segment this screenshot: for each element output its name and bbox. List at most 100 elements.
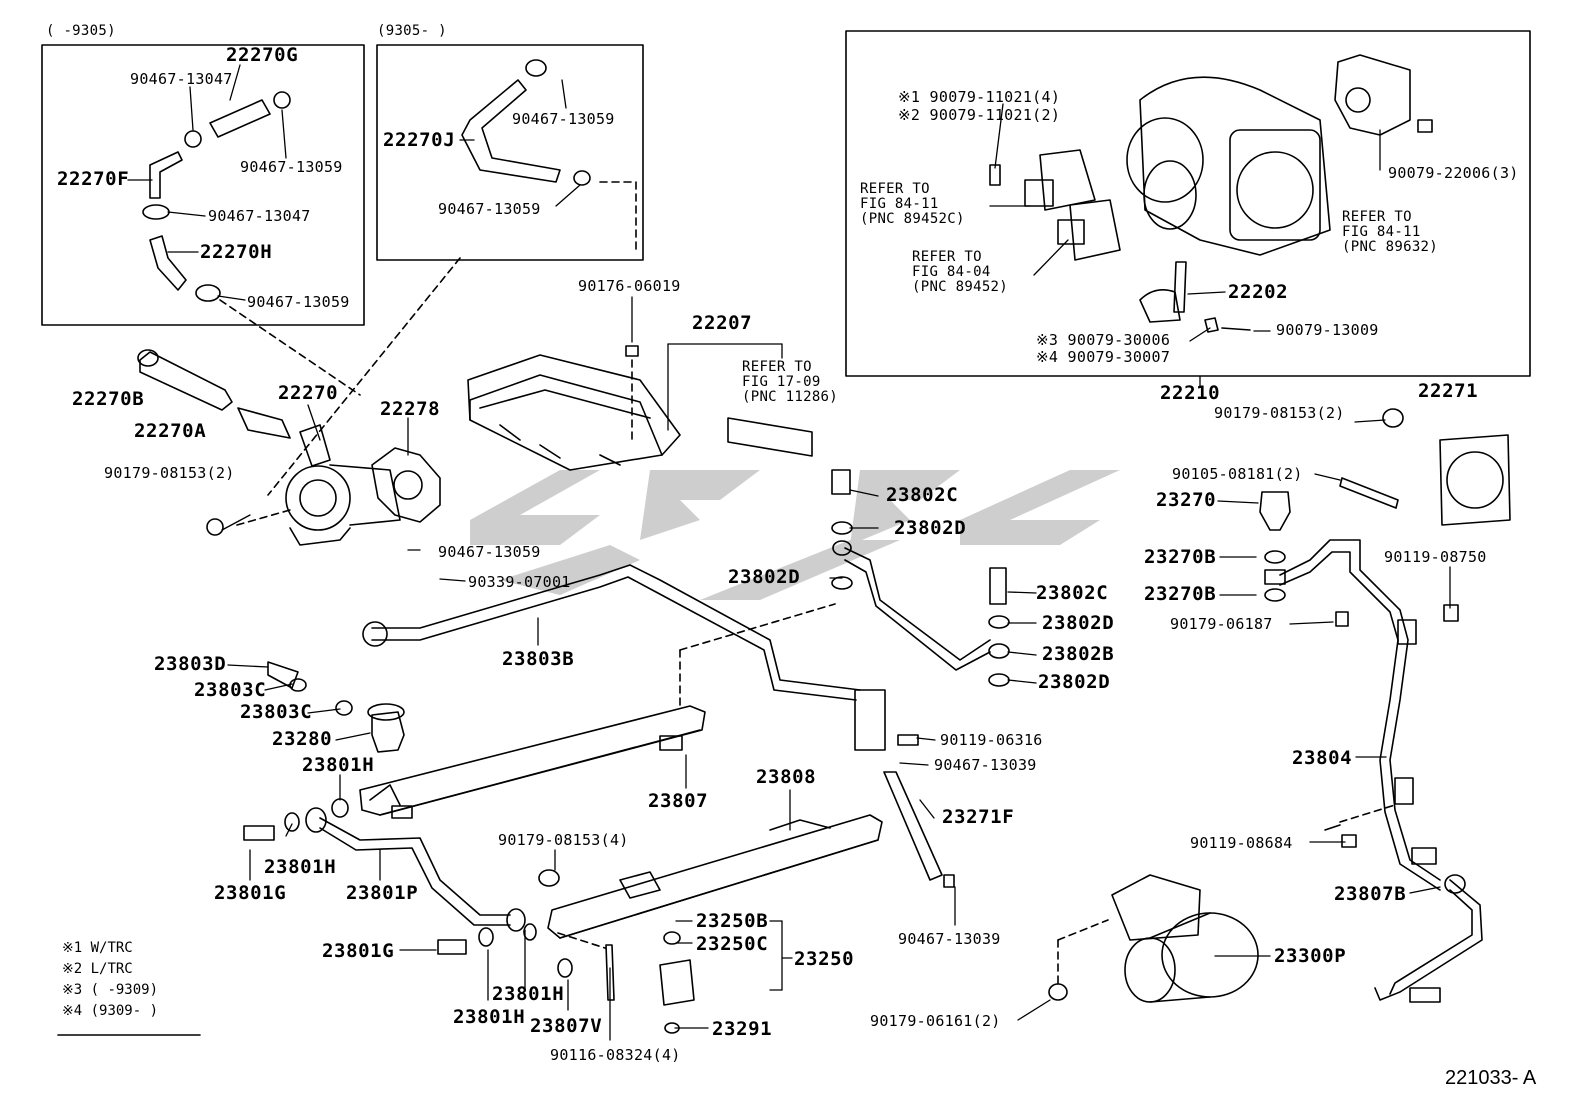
note-line: ※3 ( -9309) — [62, 982, 159, 998]
hose-22270J-group — [461, 59, 591, 186]
part-label-90467-13059-b[interactable]: 90467-13059 — [247, 293, 350, 311]
part-label-23802B[interactable]: 23802B — [1042, 643, 1115, 665]
part-label-90467-13047-a[interactable]: 90467-13047 — [130, 70, 233, 88]
part-label-23801G-1[interactable]: 23801G — [214, 882, 287, 904]
part-label-23250C[interactable]: 23250C — [696, 933, 769, 955]
part-label-90116-08324[interactable]: 90116-08324(4) — [550, 1046, 681, 1064]
vsv-23270 — [1259, 408, 1511, 848]
part-label-90079-13009[interactable]: 90079-13009 — [1276, 321, 1379, 339]
leader-lines — [127, 64, 1451, 1041]
part-label-90467-13059-c[interactable]: 90467-13059 — [512, 110, 615, 128]
reference-line: (PNC 89452) — [912, 279, 1009, 295]
part-label-90079-11021-2[interactable]: ※2 90079-11021(2) — [898, 106, 1061, 124]
part-label-22270H[interactable]: 22270H — [200, 241, 273, 263]
part-label-22270F[interactable]: 22270F — [57, 168, 130, 190]
part-label-90119-06316[interactable]: 90119-06316 — [940, 731, 1043, 749]
part-label-90176-06019[interactable]: 90176-06019 — [578, 277, 681, 295]
part-label-22278[interactable]: 22278 — [380, 398, 441, 420]
part-label-90119-08750[interactable]: 90119-08750 — [1384, 548, 1487, 566]
reference-line: (PNC 11286) — [742, 389, 839, 405]
part-label-23250[interactable]: 23250 — [794, 948, 855, 970]
part-label-22271[interactable]: 22271 — [1418, 380, 1479, 402]
part-label-23808[interactable]: 23808 — [756, 766, 817, 788]
part-label-23270[interactable]: 23270 — [1156, 489, 1217, 511]
part-label-23803D[interactable]: 23803D — [154, 653, 227, 675]
intake-plenum-22207 — [467, 345, 681, 471]
part-label-23270B-1[interactable]: 23270B — [1144, 546, 1217, 568]
part-label-23807[interactable]: 23807 — [648, 790, 709, 812]
part-label-90467-13047-b[interactable]: 90467-13047 — [208, 207, 311, 225]
part-label-90079-30006[interactable]: ※3 90079-30006 — [1036, 331, 1171, 349]
part-label-23801H-1[interactable]: 23801H — [302, 754, 375, 776]
inset-header-left: ( -9305) — [46, 23, 116, 39]
part-label-90179-06187[interactable]: 90179-06187 — [1170, 615, 1273, 633]
air-valve-22270 — [206, 424, 401, 546]
part-label-22207[interactable]: 22207 — [692, 312, 753, 334]
reference-fig-17-09[interactable]: REFER TO FIG 17-09 (PNC 11286) — [742, 360, 838, 405]
part-label-22270A[interactable]: 22270A — [134, 420, 207, 442]
part-label-23803C-1[interactable]: 23803C — [194, 679, 267, 701]
part-label-22270J[interactable]: 22270J — [383, 129, 456, 151]
reference-fig-84-11-b[interactable]: REFER TO FIG 84-11 (PNC 89632) — [1342, 210, 1438, 255]
part-label-90467-13039-b[interactable]: 90467-13039 — [898, 930, 1001, 948]
part-label-23802C-2[interactable]: 23802C — [1036, 582, 1109, 604]
part-label-23280[interactable]: 23280 — [272, 728, 333, 750]
part-label-90079-30007[interactable]: ※4 90079-30007 — [1036, 348, 1171, 366]
part-label-22270[interactable]: 22270 — [278, 382, 339, 404]
part-label-90339-07001[interactable]: 90339-07001 — [468, 573, 571, 591]
part-label-23803B[interactable]: 23803B — [502, 648, 575, 670]
injector-23250 — [538, 869, 695, 1034]
part-label-90179-08153-b[interactable]: 90179-08153(2) — [1214, 404, 1345, 422]
part-label-23802D-4[interactable]: 23802D — [1038, 671, 1111, 693]
part-label-23801G-2[interactable]: 23801G — [322, 940, 395, 962]
part-label-90105-08181[interactable]: 90105-08181(2) — [1172, 465, 1303, 483]
fuel-rail-23808 — [547, 814, 883, 939]
part-label-23801H-4[interactable]: 23801H — [453, 1006, 526, 1028]
part-label-23300P[interactable]: 23300P — [1274, 945, 1347, 967]
hose-22270G-group — [142, 91, 291, 302]
fuel-pipe-23802 — [831, 469, 1010, 687]
part-label-90467-13059-e[interactable]: 90467-13059 — [438, 543, 541, 561]
part-label-23807B[interactable]: 23807B — [1334, 883, 1407, 905]
watermark-logo — [470, 470, 1120, 600]
part-label-22210[interactable]: 22210 — [1160, 382, 1221, 404]
part-label-22270B[interactable]: 22270B — [72, 388, 145, 410]
part-label-22270G[interactable]: 22270G — [226, 44, 299, 66]
part-label-23270B-2[interactable]: 23270B — [1144, 583, 1217, 605]
part-label-23804[interactable]: 23804 — [1292, 747, 1353, 769]
inset-header-middle: (9305- ) — [377, 23, 447, 39]
reference-line: REFER TO — [742, 359, 812, 375]
part-label-90079-22006[interactable]: 90079-22006(3) — [1388, 164, 1519, 182]
diagram-id: 221033- A — [1445, 1067, 1537, 1089]
part-label-90467-13039-a[interactable]: 90467-13039 — [934, 756, 1037, 774]
part-label-23271F[interactable]: 23271F — [942, 806, 1015, 828]
part-label-23802D-3[interactable]: 23802D — [1042, 612, 1115, 634]
part-label-90179-08153-a[interactable]: 90179-08153(2) — [104, 464, 235, 482]
part-label-23807V[interactable]: 23807V — [530, 1015, 603, 1037]
part-label-23801P[interactable]: 23801P — [346, 882, 419, 904]
reference-line: REFER TO — [912, 249, 982, 265]
reference-fig-84-11-a[interactable]: REFER TO FIG 84-11 (PNC 89452C) — [860, 182, 965, 227]
part-label-23802D-1[interactable]: 23802D — [894, 517, 967, 539]
part-label-90179-08153-c[interactable]: 90179-08153(4) — [498, 831, 629, 849]
part-label-23802C-1[interactable]: 23802C — [886, 484, 959, 506]
part-label-23801H-3[interactable]: 23801H — [492, 983, 565, 1005]
part-label-23801H-2[interactable]: 23801H — [264, 856, 337, 878]
fuel-pipe-23803B — [362, 564, 886, 751]
part-label-90467-13059-a[interactable]: 90467-13059 — [240, 158, 343, 176]
part-label-22202[interactable]: 22202 — [1228, 281, 1289, 303]
pressure-regulator-area — [243, 661, 537, 955]
part-label-23803C-2[interactable]: 23803C — [240, 701, 313, 723]
gasket-11286 — [727, 417, 813, 457]
part-label-90079-11021-4[interactable]: ※1 90079-11021(4) — [898, 88, 1061, 106]
reference-line: FIG 84-04 — [912, 264, 991, 280]
part-label-90179-06161[interactable]: 90179-06161(2) — [870, 1012, 1001, 1030]
reference-fig-84-04[interactable]: REFER TO FIG 84-04 (PNC 89452) — [912, 250, 1008, 295]
part-label-90119-08684[interactable]: 90119-08684 — [1190, 834, 1293, 852]
reference-line: (PNC 89632) — [1342, 239, 1439, 255]
part-label-23802D-2[interactable]: 23802D — [728, 566, 801, 588]
part-label-23291[interactable]: 23291 — [712, 1018, 773, 1040]
part-label-23250B[interactable]: 23250B — [696, 910, 769, 932]
part-label-90467-13059-d[interactable]: 90467-13059 — [438, 200, 541, 218]
